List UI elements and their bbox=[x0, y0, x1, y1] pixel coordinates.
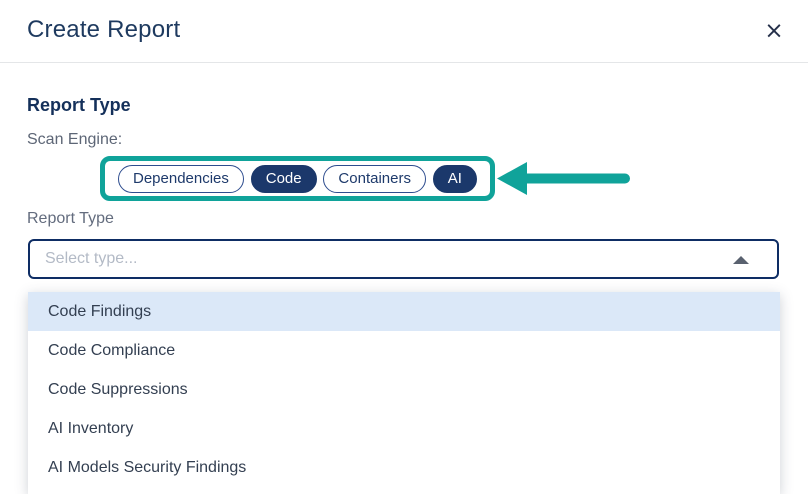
dialog-title: Create Report bbox=[27, 16, 181, 43]
report-type-select[interactable]: Select type... bbox=[28, 239, 779, 279]
dropdown-option-code-findings[interactable]: Code Findings bbox=[28, 292, 780, 331]
annotation-highlight-box: Dependencies Code Containers AI bbox=[100, 156, 495, 201]
dropdown-option-ai-models-security-findings[interactable]: AI Models Security Findings bbox=[28, 448, 780, 487]
dropdown-option-code-suppressions[interactable]: Code Suppressions bbox=[28, 370, 780, 409]
caret-up-icon[interactable] bbox=[733, 256, 749, 264]
scan-engine-pill-ai[interactable]: AI bbox=[432, 164, 477, 193]
scan-engine-pill-dependencies[interactable]: Dependencies bbox=[118, 164, 244, 193]
scan-engine-label: Scan Engine: bbox=[27, 131, 123, 148]
annotation-arrow-icon bbox=[497, 162, 630, 195]
dialog-header: Create Report × bbox=[0, 0, 808, 63]
scan-engine-pill-containers[interactable]: Containers bbox=[323, 164, 426, 193]
close-icon[interactable]: × bbox=[760, 17, 788, 45]
scan-engine-pill-code[interactable]: Code bbox=[250, 164, 317, 193]
dropdown-option-code-compliance[interactable]: Code Compliance bbox=[28, 331, 780, 370]
report-type-section-heading: Report Type bbox=[27, 95, 131, 115]
report-type-dropdown: Code Findings Code Compliance Code Suppr… bbox=[28, 292, 780, 494]
dropdown-option-ai-inventory[interactable]: AI Inventory bbox=[28, 409, 780, 448]
select-placeholder: Select type... bbox=[45, 250, 138, 267]
report-type-field-label: Report Type bbox=[27, 210, 114, 227]
